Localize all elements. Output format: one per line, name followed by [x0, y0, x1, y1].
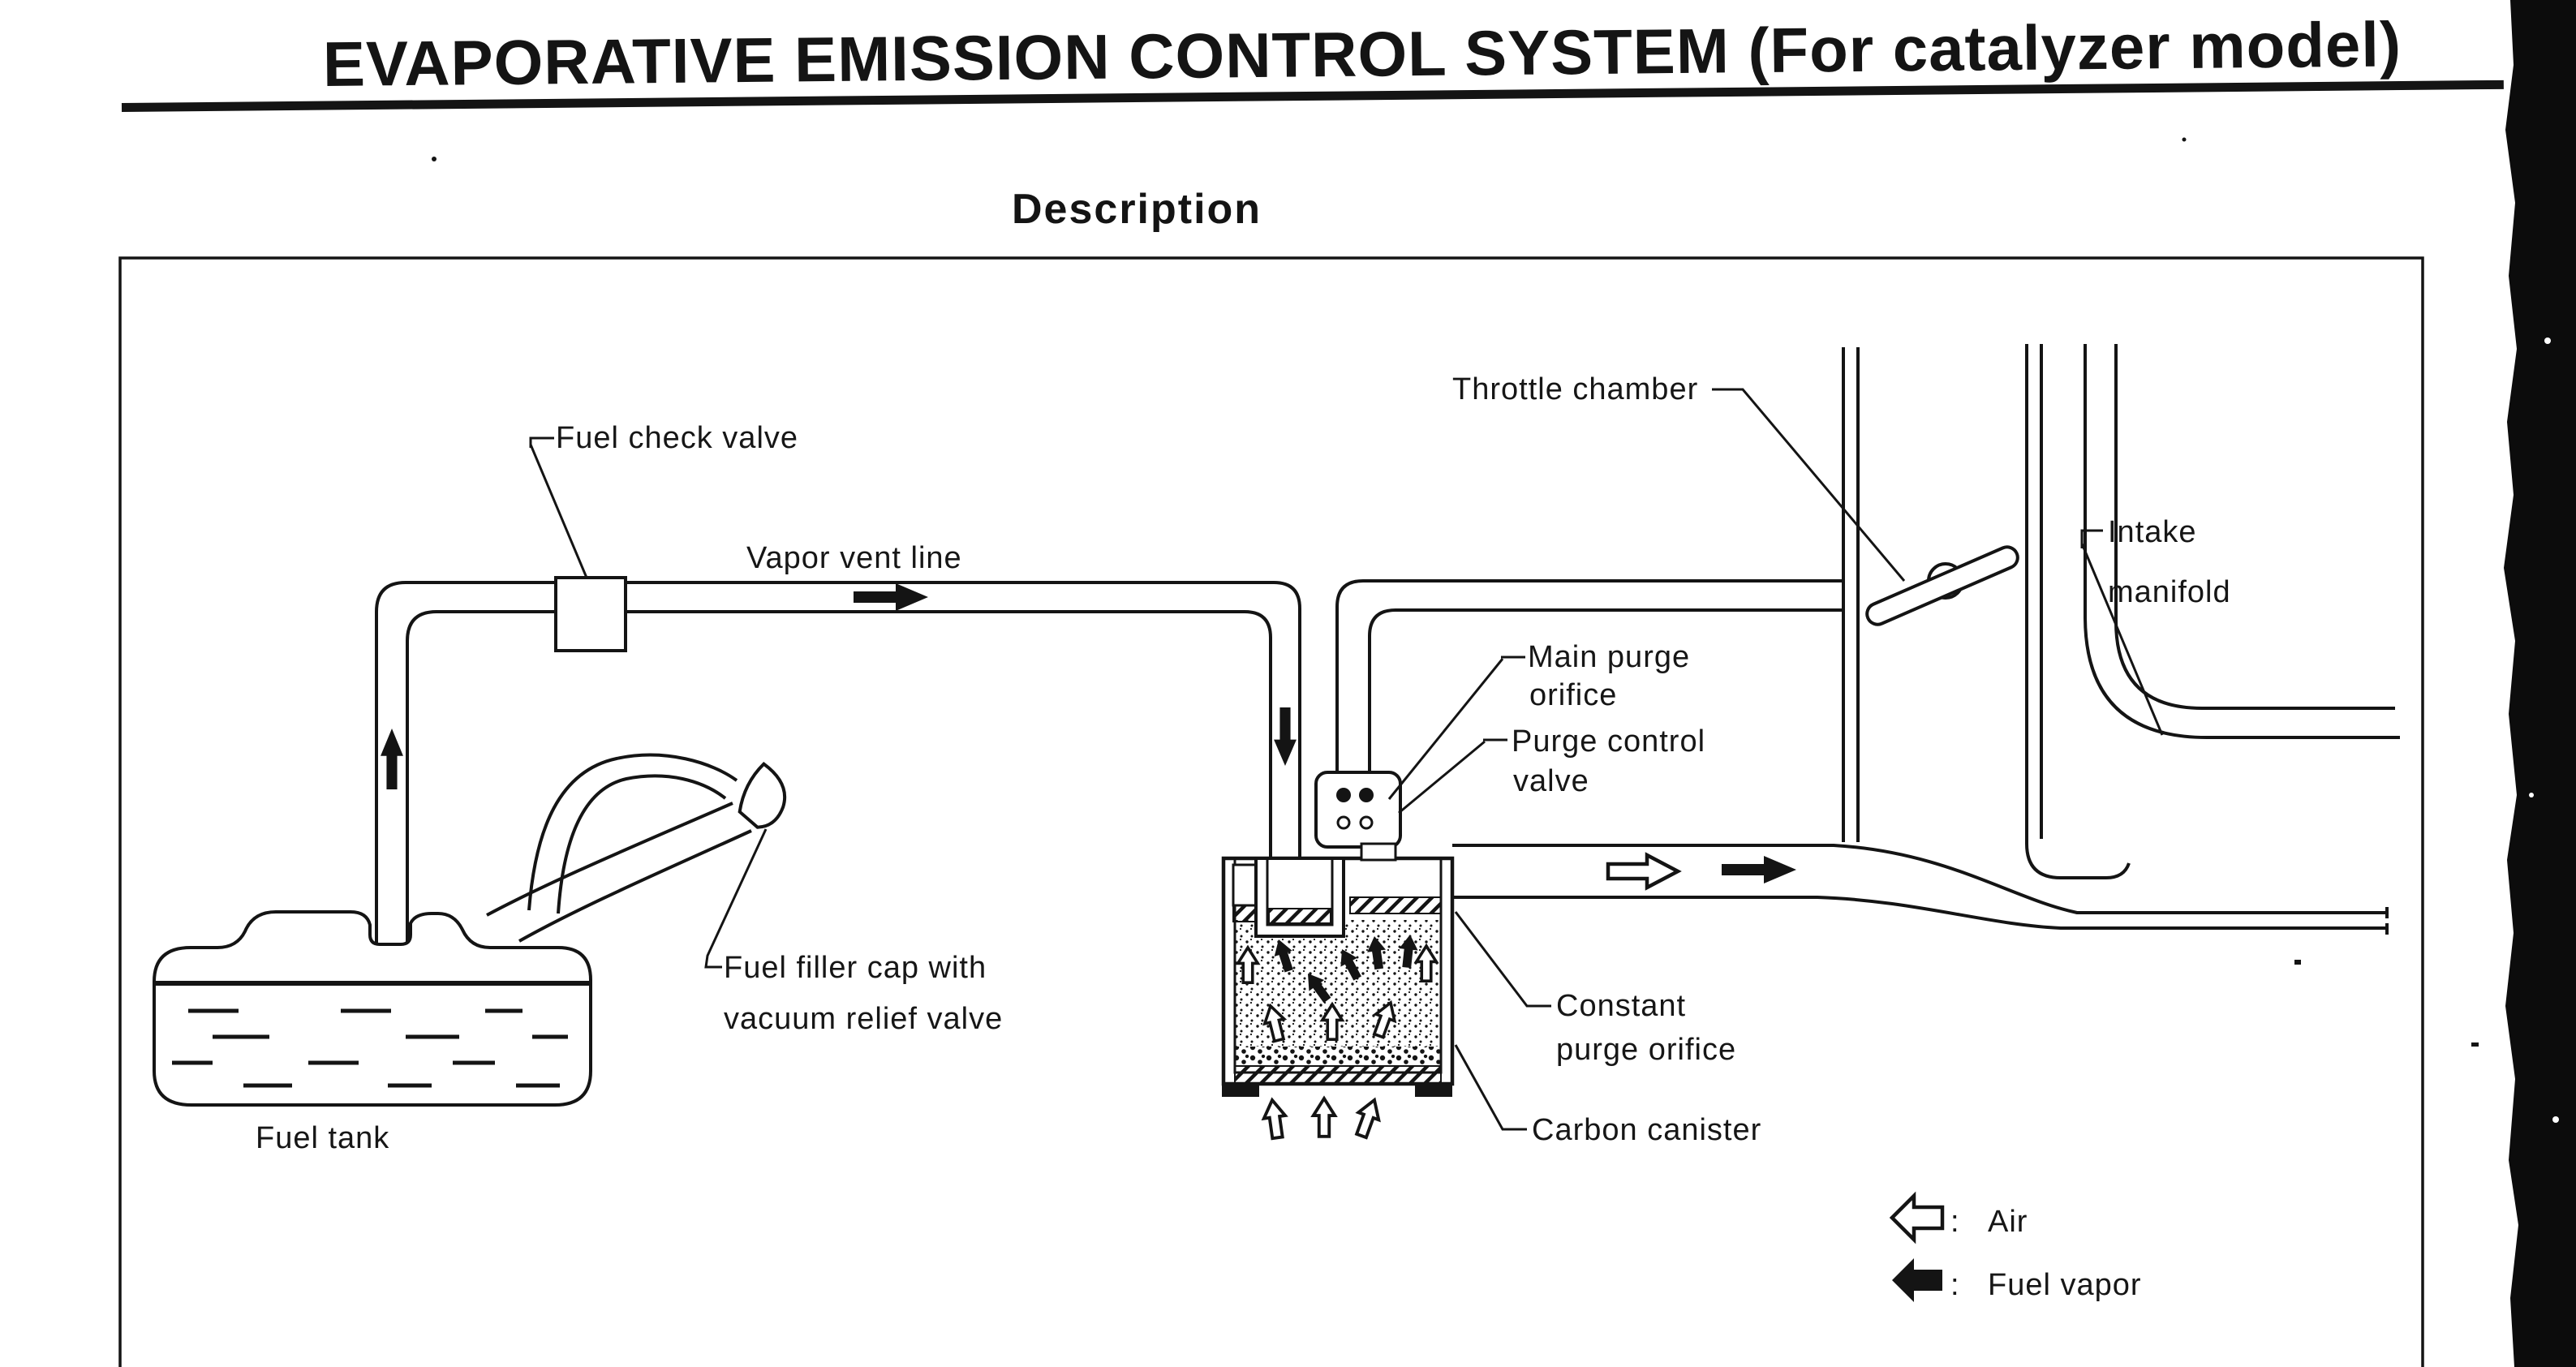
carbon-canister-label: Carbon canister	[1532, 1113, 1761, 1147]
fuel-filler-cap-leader	[704, 828, 768, 969]
fuel-vapor-arrow-icon	[1892, 1258, 1942, 1302]
purge-control-valve-label-line1: Purge control	[1512, 724, 1705, 759]
intake-manifold-leader	[2080, 529, 2164, 736]
constant-purge-orifice-label-line2: purge orifice	[1556, 1033, 1736, 1067]
fuel-liquid-dashes	[172, 1008, 568, 1088]
scan-speck	[2182, 137, 2187, 142]
legend-separator: :	[1950, 1268, 1960, 1302]
scan-speck	[2471, 1042, 2479, 1047]
canister-foot	[1415, 1084, 1452, 1097]
fuel-check-valve-label: Fuel check valve	[556, 421, 798, 455]
legend-fuel-vapor-label: Fuel vapor	[1988, 1268, 2142, 1302]
main-purge-orifice-port	[1336, 788, 1351, 802]
fuel-tank-label: Fuel tank	[256, 1121, 389, 1155]
air-arrow-icon	[1892, 1196, 1942, 1240]
intake-manifold-label-line1: Intake	[2108, 515, 2197, 549]
main-purge-orifice-label-line1: Main purge	[1528, 640, 1690, 674]
air-in-arrows	[1259, 1094, 1387, 1141]
air-arrow	[1608, 855, 1678, 888]
fuel-check-valve	[554, 576, 627, 652]
legend-air-label: Air	[1988, 1205, 2028, 1239]
canister-foot	[1222, 1084, 1259, 1097]
throttle-chamber-label: Throttle chamber	[1452, 372, 1698, 406]
purge-port	[1359, 788, 1374, 802]
carbon-canister	[1221, 856, 1455, 1141]
legend: : Air : Fuel vapor	[1892, 1196, 2142, 1302]
throttle-chamber: Throttle chamber	[1452, 344, 2131, 879]
main-purge-orifice-label-line2: orifice	[1529, 678, 1617, 712]
constant-purge-orifice-label-line1: Constant	[1556, 989, 1686, 1023]
throttle-valve-plate	[1865, 545, 2019, 626]
purge-signal-line	[1335, 579, 1843, 775]
vapor-vent-line: Fuel check valve Vapor vent line	[375, 421, 1301, 943]
scan-binding-band	[2504, 0, 2576, 1367]
fuel-tank: Fuel tank	[153, 910, 592, 1155]
fuel-vapor-arrow	[1722, 856, 1796, 883]
intake-manifold-label-line2: manifold	[2108, 575, 2231, 609]
fuel-filler-neck: Fuel filler cap with vacuum relief valve	[486, 753, 1003, 1036]
fuel-filler-cap-label-line1: Fuel filler cap with	[724, 951, 987, 985]
throttle-chamber-leader	[1712, 388, 1906, 582]
scan-speck	[432, 157, 437, 161]
scan-band-speck	[2529, 793, 2534, 797]
canister-grid-layer	[1235, 1047, 1441, 1066]
fuel-check-valve-leader	[529, 436, 588, 578]
diagram-border	[118, 256, 2424, 1367]
canister-filter-layer	[1234, 1065, 1442, 1085]
purge-control-valve	[1314, 771, 1402, 862]
scan-speck	[2294, 960, 2301, 965]
fuel-vapor-arrow	[854, 583, 928, 611]
fuel-filler-cap-label-line2: vacuum relief valve	[724, 1002, 1003, 1036]
fuel-vapor-arrow	[381, 729, 403, 789]
legend-separator: :	[1950, 1205, 1960, 1239]
scan-band-speck	[2552, 1116, 2559, 1123]
scan-band-speck	[2544, 337, 2551, 344]
section-heading: Description	[1012, 186, 1262, 233]
vapor-vent-line-label: Vapor vent line	[746, 541, 962, 575]
purge-control-valve-label-line2: valve	[1513, 764, 1589, 798]
fuel-filler-cap	[738, 762, 787, 829]
callout-labels: Main purge orifice Purge control valve C…	[1387, 640, 1761, 1147]
purge-outlet-pipe	[1452, 844, 2389, 935]
intake-manifold: Intake manifold	[2080, 344, 2400, 739]
fuel-vapor-arrow	[1274, 707, 1297, 766]
